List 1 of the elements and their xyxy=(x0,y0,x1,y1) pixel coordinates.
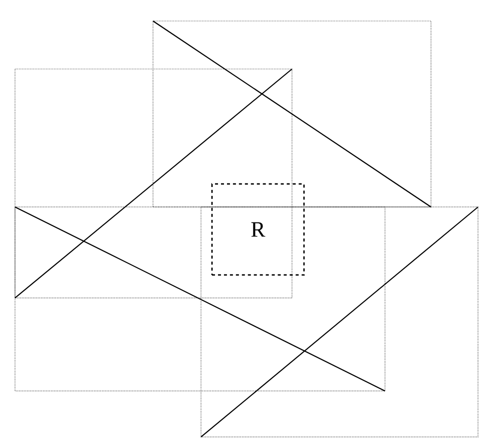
dashed-box: R xyxy=(211,183,305,276)
